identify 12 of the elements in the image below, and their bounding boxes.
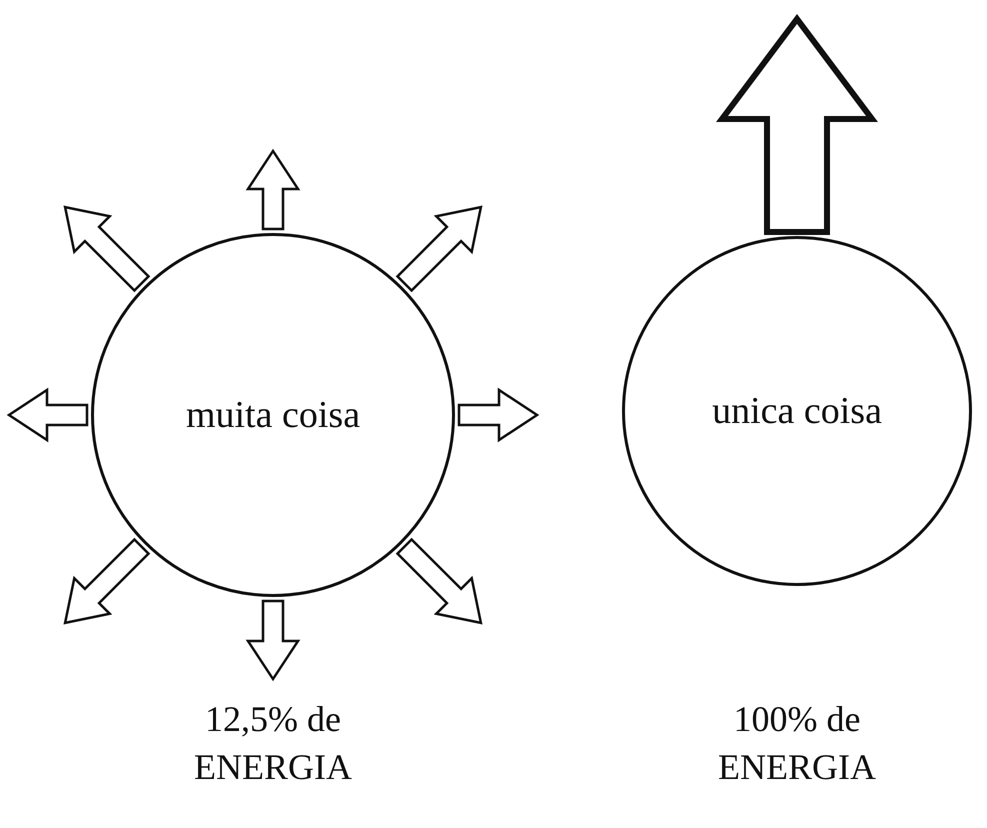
circle-label: unica coisa bbox=[712, 389, 882, 433]
outline-arrow bbox=[716, 14, 878, 235]
energy-label: 12,5% de ENERGIA bbox=[193, 698, 353, 789]
outline-arrow bbox=[64, 206, 150, 292]
outline-arrow bbox=[396, 538, 482, 624]
energy-label: 100% de ENERGIA bbox=[717, 698, 877, 789]
outline-arrow bbox=[64, 538, 150, 624]
circle-label: muita coisa bbox=[186, 393, 360, 437]
outline-arrow bbox=[246, 148, 300, 230]
outline-arrow bbox=[396, 206, 482, 292]
outline-arrow bbox=[6, 388, 88, 442]
outline-arrow bbox=[246, 600, 300, 682]
